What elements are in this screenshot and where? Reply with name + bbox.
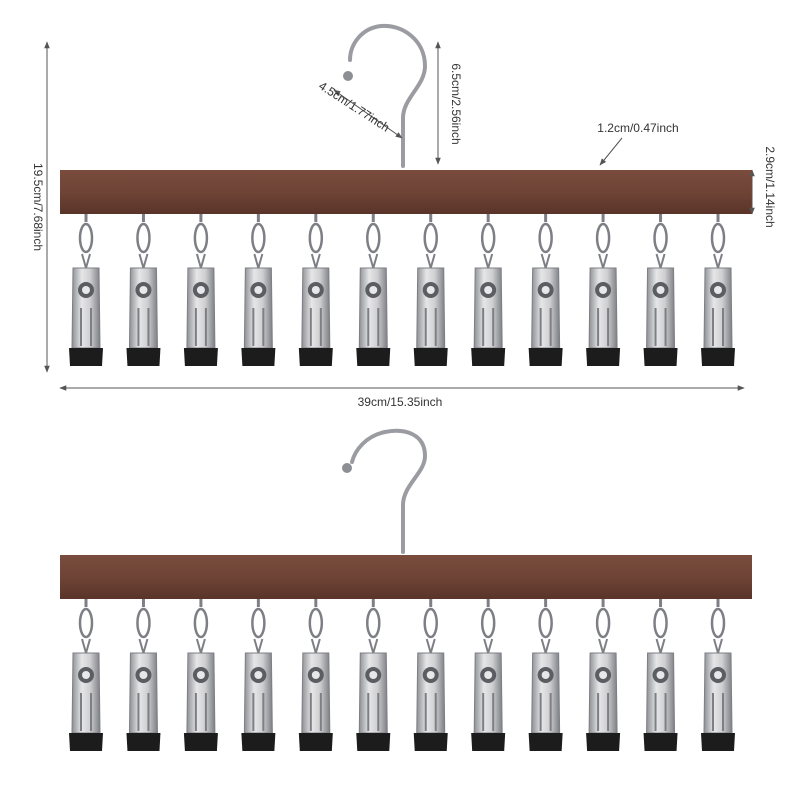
hanger-with-dimensions: 19.5cm/7.68inch 39cm/15.35inch 6.5cm/2.5…	[31, 23, 777, 409]
metal-clip	[643, 599, 678, 751]
metal-clip	[586, 599, 621, 751]
metal-clip	[528, 214, 563, 366]
metal-clip	[356, 599, 391, 751]
metal-clip	[241, 599, 276, 751]
wooden-bar	[60, 170, 752, 214]
hook-width-dimension: 4.5cm/1.77inch	[316, 79, 403, 139]
width-dimension: 39cm/15.35inch	[59, 385, 745, 409]
bar-height-label: 2.9cm/1.14inch	[763, 146, 777, 227]
metal-clip	[126, 214, 161, 366]
metal-clip	[69, 214, 103, 366]
metal-clip	[69, 599, 103, 751]
bar-thickness-dimension: 1.2cm/0.47inch	[597, 121, 679, 166]
metal-clip	[471, 214, 506, 366]
metal-clip	[413, 214, 448, 366]
hanger-hook	[342, 428, 428, 554]
metal-clip	[183, 214, 218, 366]
metal-clip	[528, 599, 563, 751]
metal-clip	[126, 599, 161, 751]
hanger-plain	[60, 428, 752, 751]
bar-height-dimension: 2.9cm/1.14inch	[749, 146, 777, 228]
hook-height-dimension: 6.5cm/2.56inch	[435, 41, 463, 165]
metal-clip	[241, 214, 276, 366]
hook-height-label: 6.5cm/2.56inch	[449, 63, 463, 144]
metal-clip	[701, 214, 735, 366]
wooden-bar	[60, 555, 752, 599]
clip-row	[69, 214, 735, 366]
metal-clip	[701, 599, 735, 751]
metal-clip	[298, 599, 333, 751]
metal-clip	[643, 214, 678, 366]
metal-clip	[471, 599, 506, 751]
bar-thickness-label: 1.2cm/0.47inch	[597, 121, 678, 135]
metal-clip	[183, 599, 218, 751]
height-dimension: 19.5cm/7.68inch	[31, 41, 50, 373]
metal-clip	[586, 214, 621, 366]
width-label: 39cm/15.35inch	[358, 395, 443, 409]
metal-clip	[413, 599, 448, 751]
hook-width-label: 4.5cm/1.77inch	[316, 79, 392, 135]
height-label: 19.5cm/7.68inch	[31, 163, 45, 251]
clip-row	[69, 599, 735, 751]
hanger-hook	[343, 23, 428, 168]
metal-clip	[298, 214, 333, 366]
metal-clip	[356, 214, 391, 366]
